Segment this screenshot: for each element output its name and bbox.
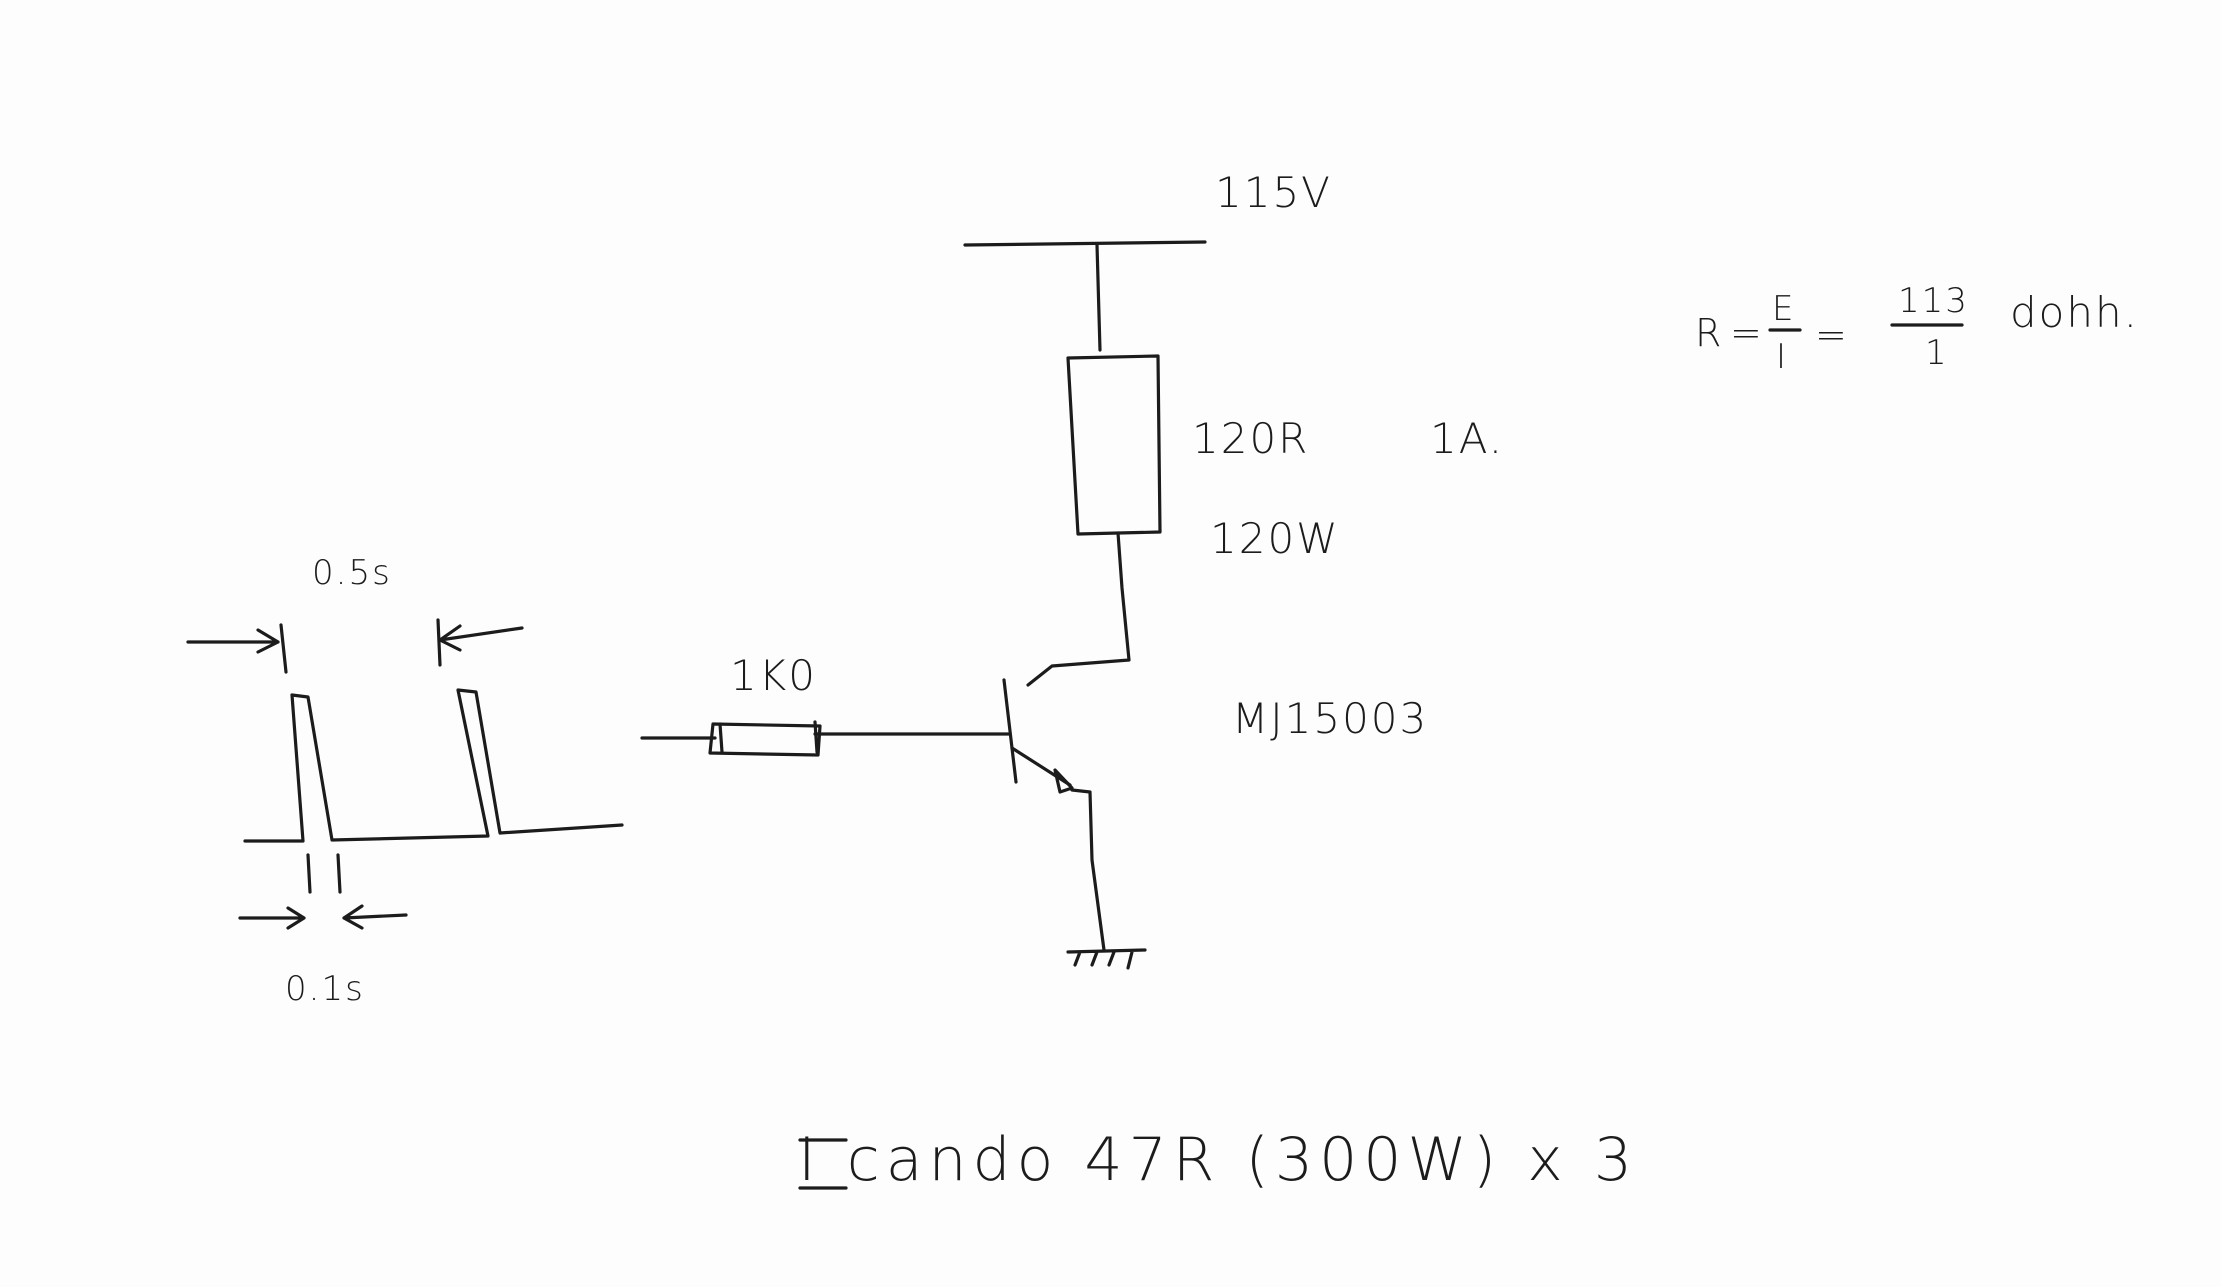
period-tick-left	[279, 623, 288, 674]
base-resistor-body	[708, 722, 822, 757]
base-resistor-label: 1K0	[730, 651, 817, 700]
period-arrow-right	[438, 624, 524, 652]
load-resistor-value-label: 120R	[1192, 414, 1310, 463]
footnote-i-serif	[798, 1138, 848, 1190]
formula-i: I	[1776, 337, 1789, 377]
formula-comment: dohh.	[2010, 288, 2139, 337]
supply-rail	[963, 240, 1207, 247]
base-resistor-ticks	[718, 720, 819, 754]
formula-e: E	[1772, 289, 1796, 329]
supply-voltage-label: 115V	[1215, 168, 1332, 217]
transistor-part-label: MJ15003	[1232, 694, 1429, 743]
period-arrow-left	[186, 628, 280, 654]
width-tick-left	[306, 853, 312, 894]
pulse-width-label: 0.1s	[285, 969, 365, 1009]
wire-resistor-to-collector	[1026, 531, 1131, 687]
load-resistor	[1066, 354, 1162, 536]
width-arrow-left	[238, 906, 306, 930]
formula-r: R	[1695, 311, 1724, 355]
pulse-period-label: 0.5s	[312, 553, 392, 593]
load-current-label: 1A.	[1430, 414, 1505, 463]
period-tick-right	[436, 618, 442, 667]
transistor-emitter	[1010, 746, 1072, 787]
width-arrow-right	[342, 904, 408, 930]
formula-denominator: 1	[1925, 333, 1949, 373]
formula-numerator: 113	[1898, 281, 1969, 321]
pulse-waveform	[243, 688, 624, 843]
wire-emitter-to-ground	[1070, 788, 1106, 952]
load-resistor-power-label: 120W	[1210, 514, 1340, 563]
transistor-base-bar	[1002, 678, 1018, 784]
emitter-arrow	[1053, 768, 1074, 794]
formula-equals-1: =	[1730, 311, 1764, 355]
footnote-text: I cando 47R (300W) x 3	[798, 1125, 1639, 1195]
ground-symbol	[1066, 948, 1147, 970]
wire-rail-to-resistor	[1095, 243, 1102, 352]
formula-equals-2: =	[1815, 313, 1849, 357]
width-tick-right	[336, 853, 342, 894]
